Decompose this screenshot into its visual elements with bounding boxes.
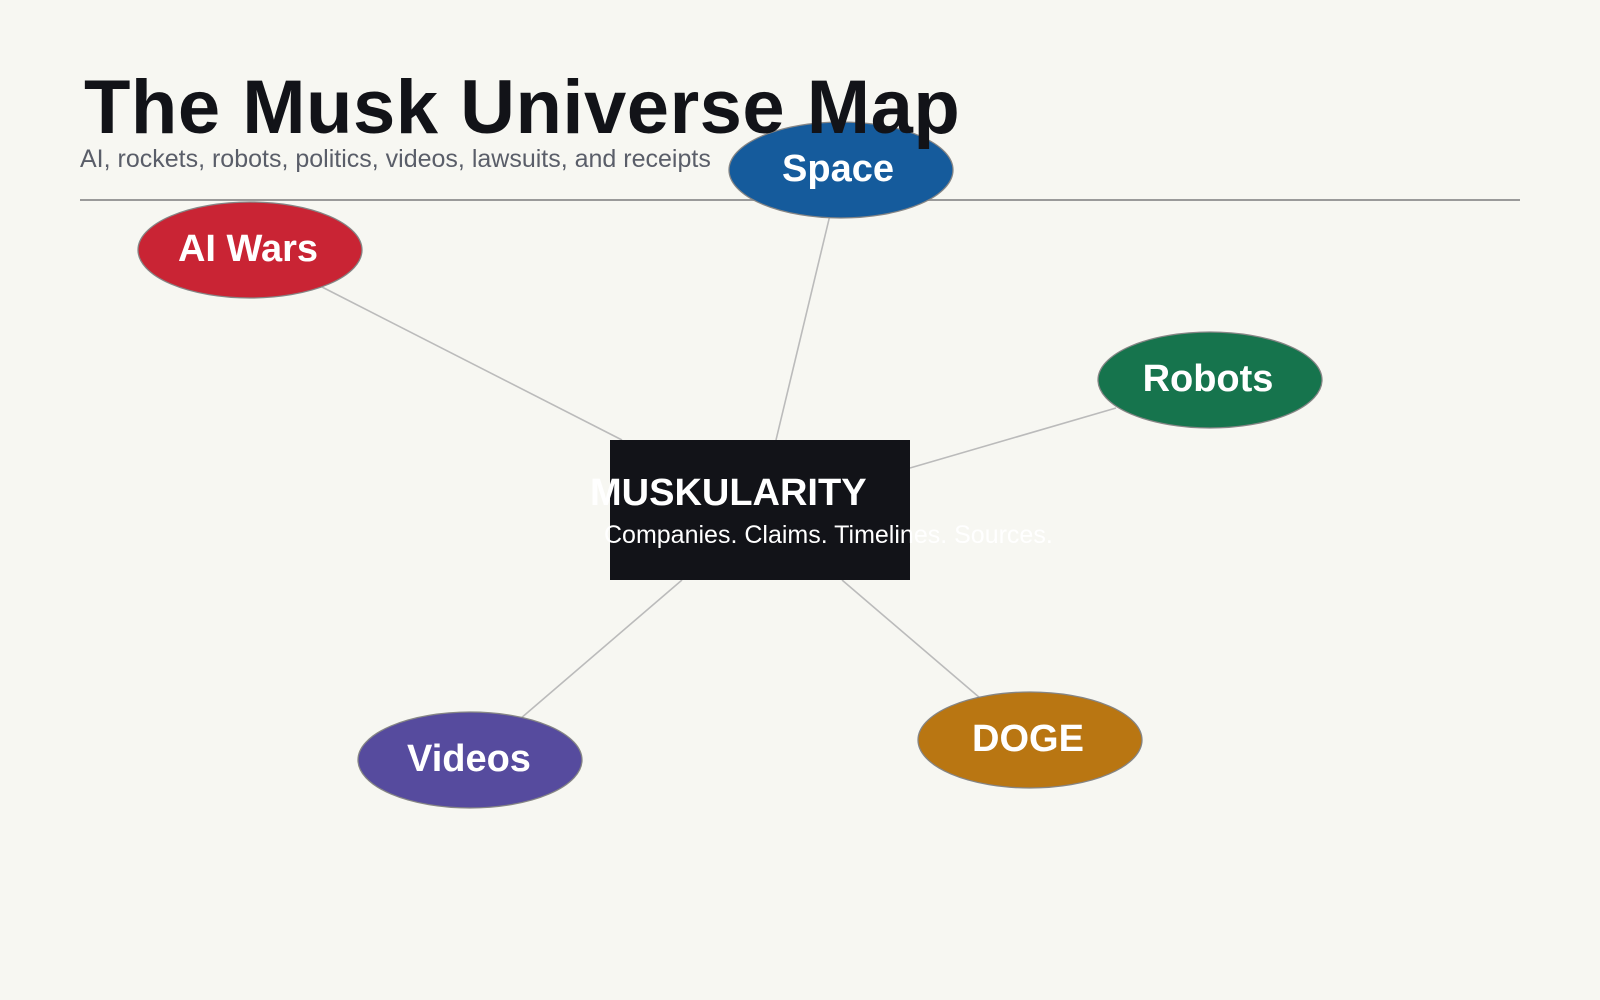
node-videos-shape [357, 711, 583, 809]
node-doge-shape [917, 691, 1143, 789]
node-ai-wars-label: AI Wars [178, 228, 318, 270]
connector-videos [519, 579, 683, 720]
node-space-shape [728, 121, 954, 219]
connector-doge [841, 579, 981, 699]
page-title: The Musk Universe Map [84, 65, 961, 150]
connector-space [775, 214, 831, 441]
node-space[interactable]: Space [728, 121, 954, 219]
node-doge[interactable]: DOGE [917, 691, 1143, 789]
node-ai-wars-shape [137, 201, 363, 299]
hub-title: MUSKULARITY [590, 472, 867, 514]
node-videos-label: Videos [407, 738, 531, 780]
page-subtitle: AI, rockets, robots, politics, videos, l… [80, 145, 711, 173]
connector-ai-wars [321, 286, 623, 441]
node-robots-shape [1097, 331, 1323, 429]
node-ai-wars[interactable]: AI Wars [137, 201, 363, 299]
node-space-label: Space [782, 148, 894, 190]
connectors [321, 214, 1117, 720]
hub-tagline: Companies. Claims. Timelines. Sources. [604, 521, 1053, 549]
connector-robots [909, 407, 1117, 469]
node-doge-label: DOGE [972, 718, 1084, 760]
hub-node[interactable]: MUSKULARITY Companies. Claims. Timelines… [590, 440, 1053, 580]
node-robots[interactable]: Robots [1097, 331, 1323, 429]
node-robots-label: Robots [1143, 358, 1274, 400]
hub-box [610, 440, 910, 580]
node-videos[interactable]: Videos [357, 711, 583, 809]
